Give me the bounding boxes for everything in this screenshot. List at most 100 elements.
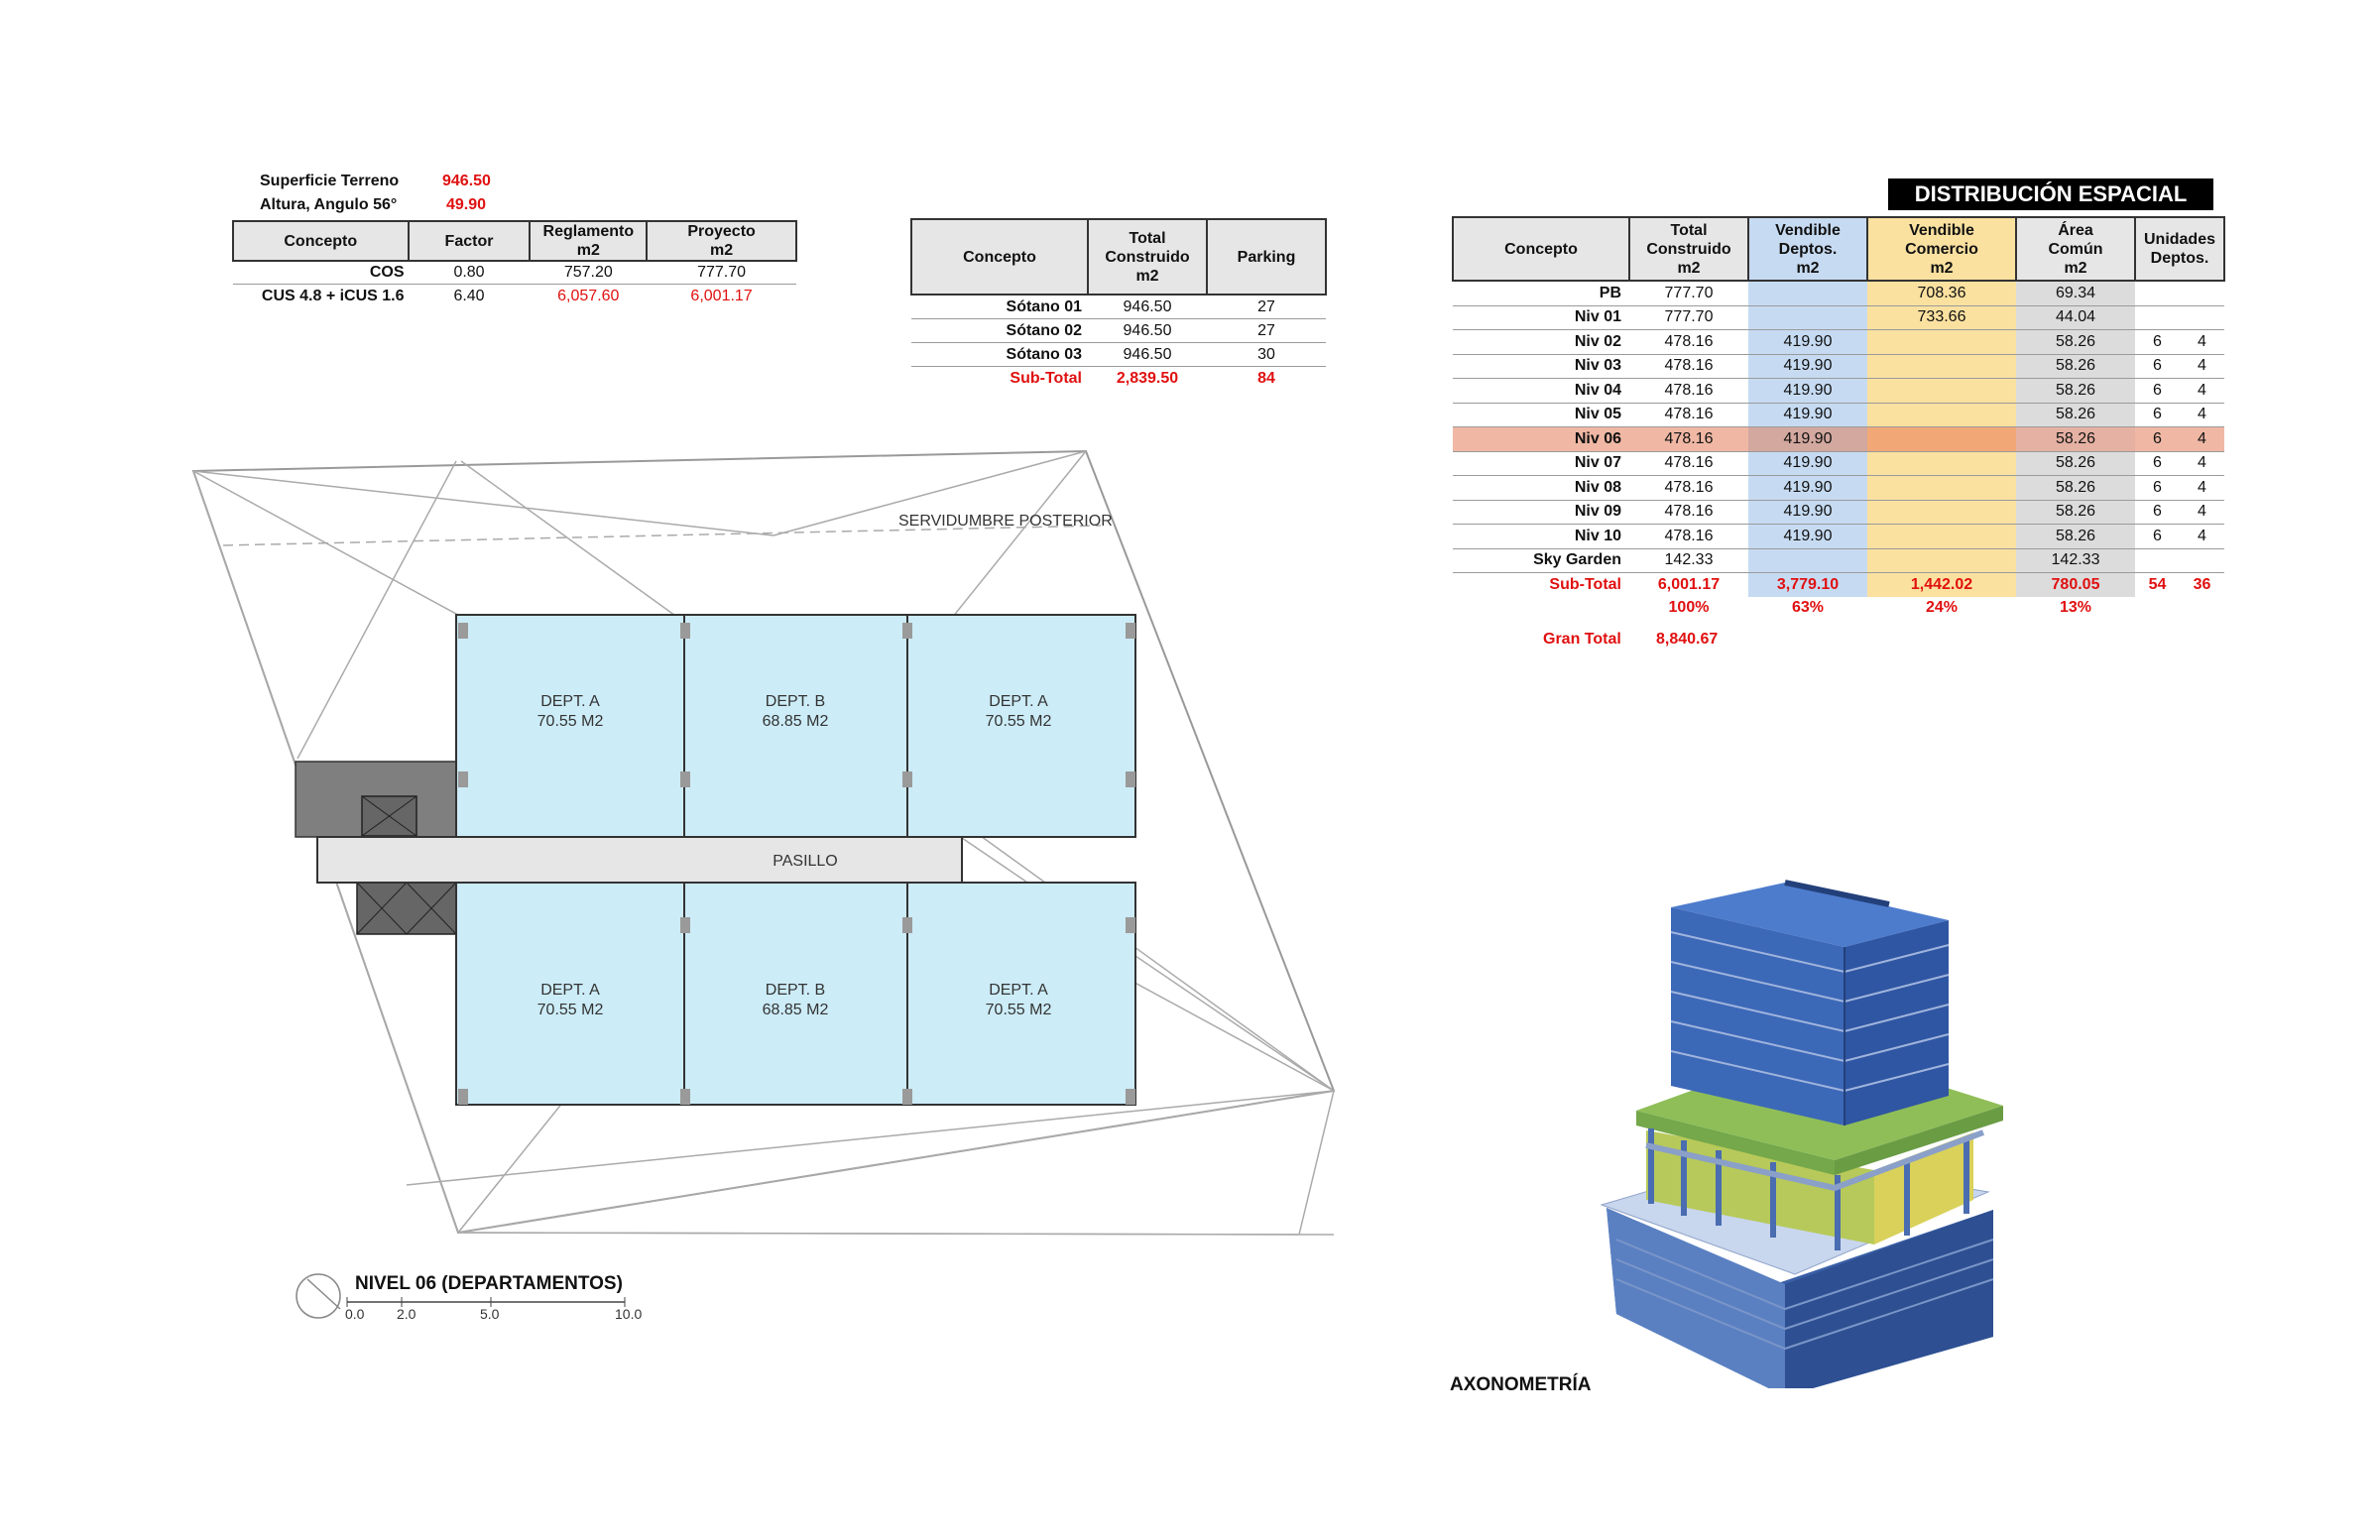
cell: Niv 02 <box>1453 329 1629 355</box>
cell: 100% <box>1668 599 1710 617</box>
cell <box>1748 548 1867 573</box>
cell <box>1867 378 2016 404</box>
cell: 946.50 <box>1088 318 1207 343</box>
cell: 777.70 <box>1629 305 1748 330</box>
col-parking: Parking <box>1206 218 1327 296</box>
servidumbre-line <box>222 525 1102 546</box>
cell: 6 <box>2135 403 2180 427</box>
gran-total-value: 8,840.67 <box>1656 631 1719 648</box>
cell: Sub-Total <box>1549 575 1621 593</box>
cell: 780.05 <box>2016 572 2135 597</box>
cell: 478.16 <box>1629 451 1748 476</box>
dept-area: 68.85 M2 <box>763 1002 829 1018</box>
dept-name: DEPT. B <box>766 693 825 710</box>
table-row: Sótano 03 946.50 30 <box>911 342 1326 367</box>
cell: 3,779.10 <box>1748 572 1867 597</box>
cell <box>1867 426 2016 452</box>
col-factor: Factor <box>407 220 532 262</box>
cell: 44.04 <box>2016 305 2135 330</box>
cell: 757.20 <box>563 264 613 281</box>
cell: 4 <box>2180 354 2224 379</box>
col-unidades: Unidades Deptos. <box>2134 216 2225 282</box>
cell: 419.90 <box>1748 500 1867 525</box>
servidumbre-label: SERVIDUMBRE POSTERIOR <box>898 513 1113 530</box>
pasillo <box>316 836 963 884</box>
cell: 58.26 <box>2016 500 2135 525</box>
cell <box>1867 403 2016 427</box>
subtotal-row: Sub-Total 2,839.50 84 <box>911 367 1326 391</box>
col-vendible-comercio: Vendible Comercio m2 <box>1866 216 2017 282</box>
cell: Niv 01 <box>1453 305 1629 330</box>
scale-label: 0.0 <box>345 1306 365 1322</box>
cell: 478.16 <box>1629 475 1748 501</box>
cell: 419.90 <box>1748 451 1867 476</box>
cell: 478.16 <box>1629 426 1748 452</box>
cell: Sub-Total <box>1010 369 1082 387</box>
cell: 6 <box>2135 426 2180 452</box>
dept-area: 68.85 M2 <box>763 713 829 730</box>
cell: 58.26 <box>2016 403 2135 427</box>
cell: 58.26 <box>2016 524 2135 549</box>
col-concepto: Concepto <box>910 218 1089 296</box>
gran-total-label: Gran Total <box>1543 631 1621 648</box>
cell: 0.80 <box>453 264 485 281</box>
dept-bottom-3 <box>906 882 1136 1106</box>
cell: PB <box>1453 281 1629 306</box>
cell: 58.26 <box>2016 451 2135 476</box>
cell <box>1867 548 2016 573</box>
cell <box>1867 500 2016 525</box>
cell: 6,001.17 <box>1657 575 1721 593</box>
cell: Sótano 03 <box>911 342 1088 367</box>
pasillo-label: PASILLO <box>773 853 838 870</box>
dept-area: 70.55 M2 <box>537 713 604 730</box>
altura-label: Altura, Angulo 56° <box>260 196 398 213</box>
cell: COS <box>369 264 405 281</box>
dept-top-3 <box>906 614 1136 838</box>
col-area-comun: Área Común m2 <box>2015 216 2136 282</box>
cell: 478.16 <box>1629 524 1748 549</box>
cell: 419.90 <box>1748 524 1867 549</box>
cell: 6 <box>2135 354 2180 379</box>
cell: 13% <box>2059 599 2092 617</box>
cell: 478.16 <box>1629 403 1748 427</box>
cell: 4 <box>2180 475 2224 501</box>
cell: 946.50 <box>1088 295 1207 319</box>
cell: 6 <box>2135 451 2180 476</box>
cell: 733.66 <box>1867 305 2016 330</box>
cell: 30 <box>1207 342 1326 367</box>
cell: 6,001.17 <box>690 288 753 304</box>
cell: Niv 03 <box>1453 354 1629 379</box>
cell: Niv 09 <box>1453 500 1629 525</box>
scale-label: 5.0 <box>480 1306 500 1322</box>
cell <box>1867 524 2016 549</box>
col-total: Total Construido m2 <box>1087 218 1208 296</box>
cell: Niv 05 <box>1453 403 1629 427</box>
distribution-table: Concepto Total Construido m2 Vendible De… <box>1452 216 2225 620</box>
cell <box>2180 305 2224 330</box>
altura-value: 49.90 <box>446 196 487 213</box>
cell: 36 <box>2193 575 2211 593</box>
cell: 777.70 <box>1629 281 1748 306</box>
table-row: CUS 4.8 + iCUS 1.6 6.40 6,057.60 6,001.1… <box>233 285 796 309</box>
cell: 478.16 <box>1629 500 1748 525</box>
dept-name: DEPT. A <box>989 693 1048 710</box>
cell: 4 <box>2180 329 2224 355</box>
col-concepto: Concepto <box>1452 216 1630 282</box>
cell: 58.26 <box>2016 329 2135 355</box>
cell: 4 <box>2180 524 2224 549</box>
cell: 419.90 <box>1748 378 1867 404</box>
cell: 6.40 <box>453 288 485 304</box>
dept-area: 70.55 M2 <box>986 713 1052 730</box>
col-total: Total Construido m2 <box>1628 216 1749 282</box>
scale-label: 10.0 <box>615 1306 642 1322</box>
cell: 419.90 <box>1748 426 1867 452</box>
cell: 478.16 <box>1629 329 1748 355</box>
cell: 4 <box>2180 378 2224 404</box>
cell: Sótano 02 <box>911 318 1088 343</box>
